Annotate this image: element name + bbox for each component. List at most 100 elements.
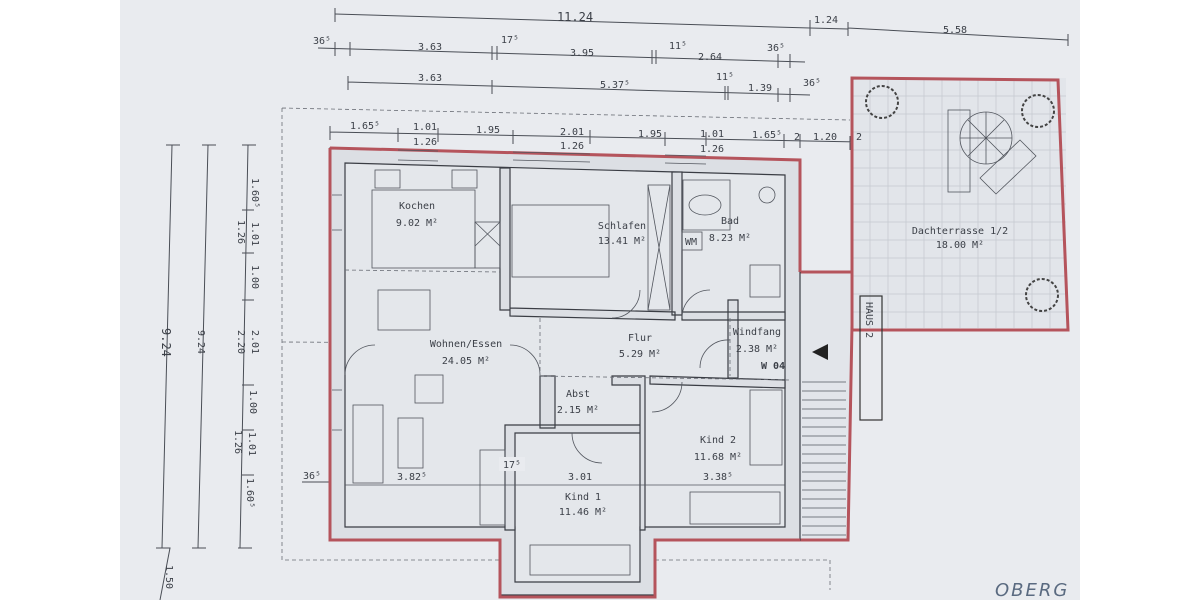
dim-label: 3.95: [570, 48, 594, 59]
room-name-wohnen-essen: Wohnen/Essen: [430, 339, 502, 350]
house-label-box: [859, 295, 883, 421]
plant-icon: [1021, 94, 1055, 128]
dim-label: 17⁵: [503, 460, 521, 471]
dim-label: 5.58: [943, 25, 967, 36]
dim-label: 2.01: [249, 330, 260, 354]
room-area-kind2: 11.68 M²: [694, 452, 742, 463]
dim-overall-depth: 9.24: [159, 328, 173, 357]
dim-label: 5.37⁵: [600, 80, 630, 91]
room-area-schlafen: 13.41 M²: [598, 236, 646, 247]
toilet-icon: [758, 186, 776, 204]
dim-label: 2: [794, 132, 800, 143]
dim-label: 36⁵: [303, 471, 321, 482]
dim-label: 1.20: [813, 132, 837, 143]
sofa-icon: [352, 404, 384, 484]
dim-label: 1.26: [232, 430, 243, 454]
window-tag: W 04: [761, 361, 785, 372]
building: WM: [328, 146, 802, 599]
dim-label: 1.00: [247, 390, 258, 414]
room-area-flur: 5.29 M²: [619, 349, 661, 360]
entry-stair: [800, 270, 854, 542]
plant-icon: [1025, 278, 1059, 312]
dim-label: 3.63: [418, 42, 442, 53]
room-name-abst: Abst: [566, 389, 590, 400]
shelf-icon: [479, 449, 506, 526]
dim-label-backdrop: [499, 457, 525, 471]
room-labels: Kochen 9.02 M² Schlafen 13.41 M² Bad 8.2…: [396, 201, 785, 518]
room-name-schlafen: Schlafen: [598, 221, 646, 232]
dim-label: 1.26: [413, 137, 437, 148]
room-area-wohnen-essen: 24.05 M²: [442, 356, 490, 367]
lounger-icon: [979, 139, 1037, 195]
dim-label: 1.26: [560, 141, 584, 152]
sink-icon: [374, 169, 401, 189]
dim-label: 17⁵: [501, 35, 519, 46]
dim-label: 11⁵: [669, 41, 687, 52]
plant-icon: [865, 85, 899, 119]
left-dimensions: 1.60⁵ 1.01 1.26 1.00 2.01 2.20 1.00 1.01…: [156, 144, 330, 600]
dim-label: 11⁵: [716, 72, 734, 83]
room-name-bad: Bad: [721, 216, 739, 227]
floor-label: OBERG: [995, 580, 1069, 600]
house-label: HAUS 2: [863, 302, 874, 338]
dim-label: 2: [856, 132, 862, 143]
room-area-abst: 2.15 M²: [557, 405, 599, 416]
dim-label: 1.65⁵: [350, 121, 380, 132]
dim-label: 2.20: [235, 330, 246, 354]
room-area-dachterrasse: 18.00 M²: [936, 240, 984, 251]
room-area-kochen: 9.02 M²: [396, 218, 438, 229]
bathtub-icon: [682, 179, 731, 231]
dim-label: 3.63: [418, 73, 442, 84]
top-dimensions: 11.24 1.24 5.58 36⁵ 3.63 17⁵ 3.95 11⁵ 2.…: [313, 8, 1069, 155]
dim-label: 1.24: [814, 15, 838, 26]
armchair-icon: [414, 374, 444, 404]
dim-label: 1.60⁵: [249, 178, 260, 208]
overlay-dim-labels: 2 17⁵: [499, 132, 862, 471]
room-name-dachterrasse: Dachterrasse 1/2: [912, 226, 1008, 237]
room-name-kind1: Kind 1: [565, 492, 601, 503]
dim-label: 1.65⁵: [752, 130, 782, 141]
dim-label: 2.01: [560, 127, 584, 138]
stove-icon: [451, 169, 478, 189]
wardrobe-icon: [647, 184, 671, 311]
roof-terrace: Dachterrasse 1/2 18.00 M²: [850, 76, 1070, 332]
washing-machine-label: WM: [685, 237, 697, 248]
dim-label: 36⁵: [803, 78, 821, 89]
room-area-kind1: 11.46 M²: [559, 507, 607, 518]
dim-label: 1.01: [700, 129, 724, 140]
desk-icon: [529, 544, 631, 576]
dim-label: 1.01: [246, 432, 257, 456]
dim-label: 1.39: [748, 83, 772, 94]
shower-icon: [749, 264, 781, 298]
dim-label: 1.00: [249, 265, 260, 289]
bed-icon: [511, 204, 610, 278]
dining-table-icon: [377, 289, 431, 331]
desk-icon: [689, 491, 781, 525]
fridge-icon: [474, 221, 501, 269]
room-name-flur: Flur: [628, 333, 652, 344]
dim-overall-width: 11.24: [557, 10, 593, 24]
dim-label: 9.24: [195, 330, 206, 354]
coffee-table-icon: [397, 417, 424, 469]
dim-label: 1.60⁵: [244, 478, 255, 508]
dim-label: 1.01: [413, 122, 437, 133]
dim-label: 1.26: [700, 144, 724, 155]
room-dim-kind2: 3.38⁵: [703, 472, 733, 483]
dim-label: 36⁵: [767, 43, 785, 54]
dim-label: 1.50: [163, 565, 174, 589]
dim-label: 1.95: [638, 129, 662, 140]
dim-label: 2.64: [698, 52, 722, 63]
dim-label: 1.26: [235, 220, 246, 244]
room-dim-kind1: 3.01: [568, 472, 592, 483]
dim-label: 1.95: [476, 125, 500, 136]
bed-icon: [749, 389, 783, 466]
dim-label: 36⁵: [313, 36, 331, 47]
room-area-bad: 8.23 M²: [709, 233, 751, 244]
lounger-icon: [947, 109, 971, 193]
room-name-windfang: Windfang: [733, 327, 781, 338]
roof-outline: [281, 107, 851, 590]
dim-label: 1.01: [249, 222, 260, 246]
room-area-windfang: 2.38 M²: [736, 344, 778, 355]
